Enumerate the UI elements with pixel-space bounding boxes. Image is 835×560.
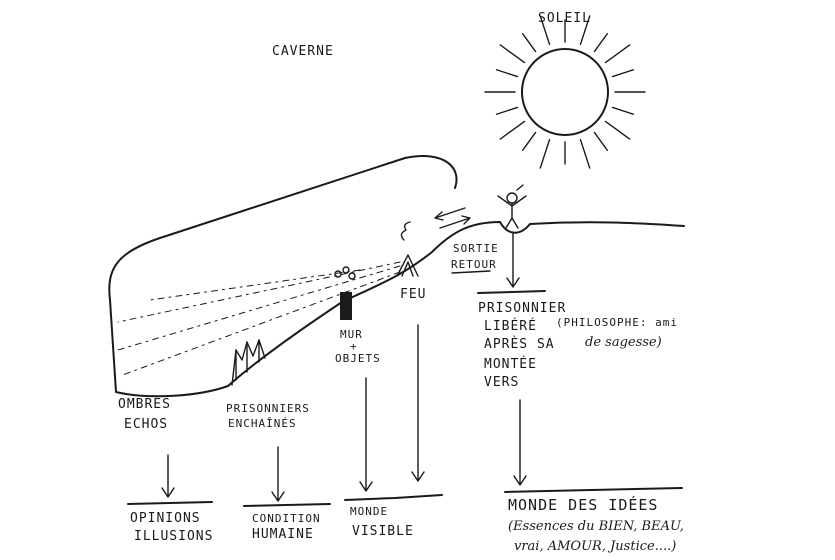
ideas-line-3: vrai, AMOUR, Justice....): [514, 539, 676, 554]
wall-label: MUR: [340, 328, 363, 341]
wall-objects-icon: [334, 266, 356, 320]
cave-outline: [108, 155, 685, 398]
chained-prisoners-icon: [231, 339, 266, 386]
sun-ray: [495, 106, 519, 115]
objects-label: OBJETS: [335, 352, 381, 365]
human-label: HUMAINE: [252, 527, 314, 542]
visible-label: VISIBLE: [352, 524, 414, 539]
sun-ray: [539, 15, 551, 46]
sun-ray: [499, 44, 526, 64]
condition-label: CONDITION: [252, 512, 321, 525]
exit-label: SORTIE: [453, 242, 499, 255]
freed-line-2: LIBÉRÉ: [484, 318, 537, 334]
philosopher-line-1: (PHILOSOPHE: ami: [556, 316, 678, 329]
arrows: [161, 231, 546, 502]
echoes-label: ECHOS: [124, 417, 168, 432]
sun-ray: [539, 138, 551, 169]
sun-ray: [499, 120, 526, 140]
sun-ray: [593, 131, 609, 151]
return-label: RETOUR: [451, 258, 497, 271]
world-label: MONDE: [350, 505, 388, 518]
shadows-label: OMBRES: [118, 397, 171, 412]
exit-return-arrows-icon: [434, 207, 471, 229]
freed-line-3: APRÈS SA: [484, 336, 555, 352]
ideas-line-2: (Essences du BIEN, BEAU,: [508, 519, 684, 534]
freed-prisoner-figure-icon: [497, 184, 527, 229]
freed-line-5: VERS: [484, 375, 519, 390]
illusions-label: ILLUSIONS: [134, 529, 213, 544]
sun-icon: [484, 15, 646, 169]
wall-plus: +: [350, 340, 358, 353]
sun-ray: [604, 120, 631, 140]
freed-line-4: MONTÉE: [484, 356, 537, 372]
sun-ray: [521, 33, 537, 53]
light-rays: [117, 261, 401, 377]
sun-ray: [579, 138, 591, 169]
sun-ray: [593, 33, 609, 53]
sun-ray: [579, 15, 591, 46]
ideas-title: MONDE DES IDÉES: [508, 495, 658, 514]
sun-ray: [611, 69, 635, 78]
sun-ray: [604, 44, 631, 64]
chained-label: ENCHAÎNÉS: [228, 417, 297, 430]
cave-title: CAVERNE: [272, 44, 334, 59]
sun-ray: [521, 131, 537, 151]
opinions-label: OPINIONS: [130, 511, 201, 526]
sun-ray: [495, 69, 519, 78]
freed-line-1: PRISONNIER: [478, 301, 566, 316]
prisoners-label: PRISONNIERS: [226, 402, 310, 415]
sun-title: SOLEIL: [538, 11, 591, 26]
fire-icon: [396, 221, 419, 277]
sun-ray: [611, 106, 635, 115]
philosopher-line-2: de sagesse): [585, 335, 662, 350]
fire-label: FEU: [400, 287, 426, 302]
